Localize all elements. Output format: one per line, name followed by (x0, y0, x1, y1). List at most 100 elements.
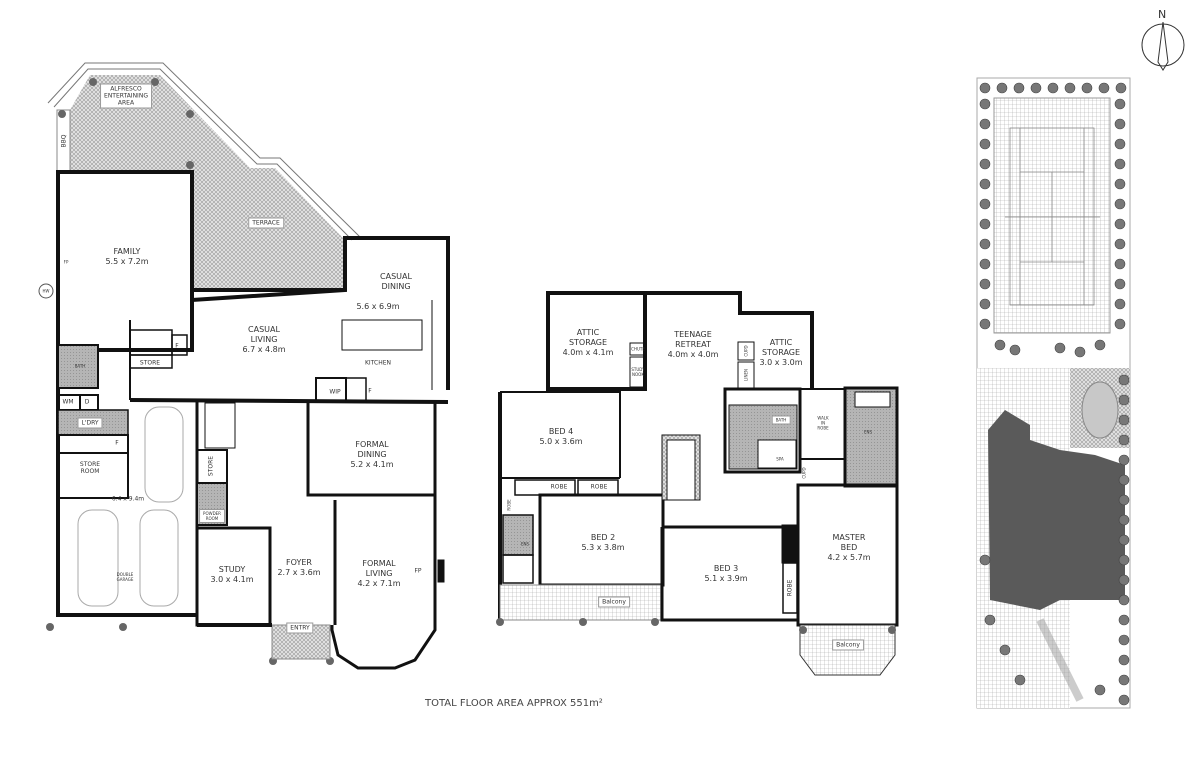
wip-label: WIP (329, 388, 341, 396)
terrace-label: TERRACE (248, 217, 284, 229)
tree-icon (979, 554, 991, 566)
tree-icon (994, 339, 1006, 351)
tree-icon (979, 278, 991, 290)
wm-label: WM (62, 398, 74, 406)
tree-icon (1030, 82, 1042, 94)
tree-icon (984, 614, 996, 626)
site-plan (976, 77, 1131, 709)
family-walls (56, 170, 194, 352)
laundry-label: L'DRY (77, 417, 103, 429)
tree-icon (1114, 158, 1126, 170)
total-floor-area: TOTAL FLOOR AREA APPROX 551m² (425, 698, 603, 709)
tree-icon (1114, 98, 1126, 110)
tree-icon (979, 138, 991, 150)
robe-label: ROBE (786, 579, 794, 597)
tree-icon (1098, 82, 1110, 94)
tree-icon (1094, 684, 1106, 696)
house-roof (988, 410, 1125, 610)
tree-icon (1054, 342, 1066, 354)
tree-icon (1118, 414, 1130, 426)
trees (979, 82, 1130, 706)
tree-icon (1118, 654, 1130, 666)
tree-icon (979, 118, 991, 130)
tree-icon (1114, 138, 1126, 150)
balcony-label: Balcony (832, 639, 864, 651)
cars (77, 406, 184, 607)
tree-icon (979, 318, 991, 330)
fireplace-label: FP (63, 259, 69, 265)
tree-icon (1118, 394, 1130, 406)
tree-icon (1118, 454, 1130, 466)
tree-icon (1118, 594, 1130, 606)
cupboard-label: CUPD (801, 467, 807, 479)
tree-icon (1118, 494, 1130, 506)
tree-icon (979, 158, 991, 170)
fridge-label: F (115, 439, 119, 447)
robe-label: ROBE (550, 483, 568, 491)
tree-icon (1115, 82, 1127, 94)
tree-icon (996, 82, 1008, 94)
tree-icon (1114, 238, 1126, 250)
tree-icon (979, 98, 991, 110)
columns (46, 78, 334, 665)
tree-icon (1047, 82, 1059, 94)
tree-icon (999, 644, 1011, 656)
tree-icon (1064, 82, 1076, 94)
fridge-label: F (175, 342, 179, 350)
tree-icon (979, 198, 991, 210)
tree-icon (1114, 178, 1126, 190)
bath-label: BATH (74, 363, 86, 369)
north-label: N (1158, 8, 1167, 21)
garage-dims: 6.4 x 9.4m (111, 495, 145, 503)
bath-label: BATH (771, 415, 791, 425)
alfresco-outer-edge (47, 62, 361, 238)
kitchen-label: KITCHEN (365, 359, 391, 367)
tree-icon (1114, 218, 1126, 230)
tree-icon (1118, 614, 1130, 626)
tree-icon (1118, 694, 1130, 706)
hot-water-label: HW (42, 288, 50, 294)
hw-icon (38, 283, 54, 299)
ensuite-label: ENS (520, 541, 530, 547)
tree-icon (1118, 534, 1130, 546)
entry-label: ENTRY (286, 622, 314, 634)
robe-label: ROBE (506, 499, 512, 511)
cupboard-label: CUPD (743, 345, 749, 357)
tree-icon (1118, 374, 1130, 386)
tree-icon (979, 218, 991, 230)
tree-icon (1081, 82, 1093, 94)
store-label: STORE (207, 455, 215, 477)
north-arrow-icon (1141, 21, 1185, 71)
tree-icon (1118, 574, 1130, 586)
ground-floor (38, 62, 450, 670)
store-label: STORE (139, 359, 161, 367)
terrace-hatch (70, 75, 343, 290)
tree-icon (1118, 434, 1130, 446)
tree-icon (1114, 298, 1126, 310)
fireplace-label: FP (414, 567, 422, 575)
tree-icon (1118, 554, 1130, 566)
tree-icon (1114, 318, 1126, 330)
formal-living-bay (330, 402, 437, 670)
casual-dining-dims: 5.6 x 6.9m (356, 302, 400, 311)
tree-icon (979, 298, 991, 310)
linen-label: LINEN (743, 369, 749, 381)
tree-icon (1114, 278, 1126, 290)
chute-label: CHUTE (631, 346, 645, 352)
